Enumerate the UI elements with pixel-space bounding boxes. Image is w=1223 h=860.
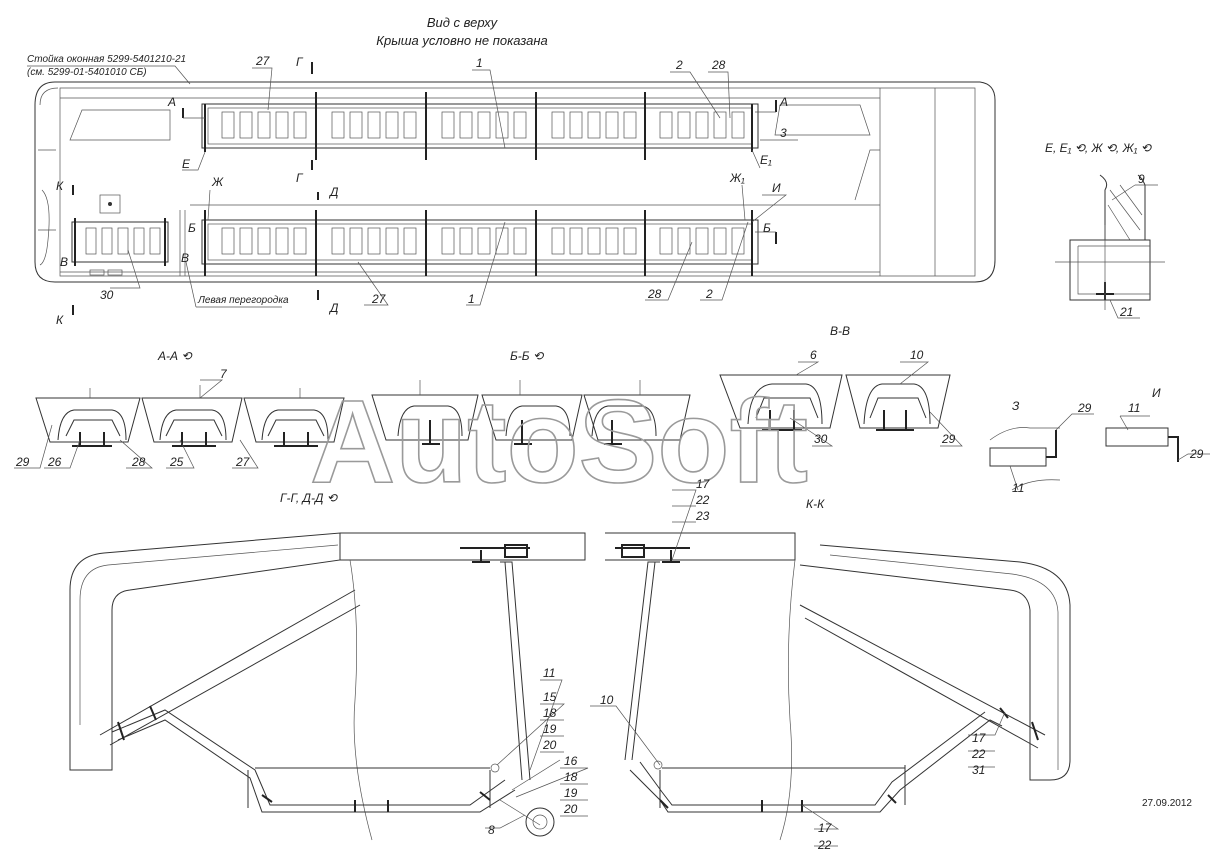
note-leader [27, 65, 191, 85]
callout-2-top: 2 [675, 58, 683, 72]
mark-a-left: А [167, 95, 176, 109]
kk-callout-17-bottom: 17 [818, 821, 833, 835]
callout-e1: Е₁ [760, 153, 772, 167]
bus-top-view [34, 81, 996, 283]
detail-z-callout-11: 11 [1012, 481, 1024, 495]
mark-b-left: Б [188, 221, 196, 235]
mark-v-left: В [60, 255, 68, 269]
detail-i-title: И [1152, 386, 1161, 400]
kk-callout-17-top: 17 [696, 477, 711, 491]
callout-1-top: 1 [476, 56, 483, 70]
callout-30: 30 [100, 288, 114, 302]
upper-heater-assembly [201, 92, 759, 160]
gg-callout-18: 18 [543, 706, 557, 720]
gg-callout-20b: 20 [563, 802, 578, 816]
section-kk-drawing [605, 532, 1071, 841]
callout-3: 3 [780, 126, 787, 140]
section-gg-drawing [69, 532, 586, 841]
top-view-callouts: 27 1 2 28 3 Е Е₁ Ж Ж₁ И 30 27 1 28 2 Лев… [100, 54, 798, 308]
callout-zh: Ж [211, 175, 224, 189]
mark-d-bottom: Д [328, 301, 339, 315]
section-row-drawings [35, 374, 951, 447]
section-gg-title: Г-Г, Д-Д ⟲ [280, 491, 339, 505]
kk-callout-22-top: 22 [695, 493, 710, 507]
callout-zh1: Ж₁ [729, 171, 745, 185]
mark-v-right: В [181, 251, 189, 265]
detail-e-callout-9: 9 [1138, 172, 1145, 186]
callout-27-top: 27 [255, 54, 271, 68]
mark-g-top: Г [296, 55, 304, 69]
mark-a-right: А [779, 95, 788, 109]
callout-28-bottom: 28 [647, 287, 662, 301]
gg-callout-19: 19 [543, 722, 557, 736]
detail-i-callout-29: 29 [1189, 447, 1204, 461]
callout-28-top: 28 [711, 58, 726, 72]
detail-e-title: Е, Е₁ ⟲, Ж ⟲, Ж₁ ⟲ [1045, 141, 1153, 155]
callout-e: Е [182, 157, 191, 171]
vv-callout-30: 30 [814, 432, 828, 446]
mark-k-top: К [56, 179, 64, 193]
mark-g-bottom: Г [296, 171, 304, 185]
kk-callout-10: 10 [600, 693, 614, 707]
drawing-date: 27.09.2012 [1142, 798, 1192, 809]
detail-e-callout-21: 21 [1119, 305, 1133, 319]
aa-callout-29: 29 [15, 455, 30, 469]
section-gg-callouts: 11 15 18 19 20 16 18 19 20 8 [485, 666, 589, 837]
kk-callout-22-bottom: 22 [817, 838, 832, 852]
partition-label: Левая перегородка [197, 295, 289, 306]
detail-z-callout-29: 29 [1077, 401, 1092, 415]
kk-callout-22-right: 22 [971, 747, 986, 761]
front-heater-assembly [71, 210, 186, 276]
note-line-1: Стойка оконная 5299-5401210-21 [27, 54, 186, 65]
section-kk-callouts: 17 22 23 10 17 22 31 17 22 [590, 477, 1006, 852]
gg-callout-16: 16 [564, 754, 578, 768]
kk-callout-23-top: 23 [695, 509, 710, 523]
gg-callout-18b: 18 [564, 770, 578, 784]
aa-callout-25: 25 [169, 455, 184, 469]
gg-callout-15: 15 [543, 690, 557, 704]
section-kk-title: К-К [806, 497, 825, 511]
aa-callout-27: 27 [235, 455, 251, 469]
detail-i: И 11 29 [1105, 386, 1210, 462]
title-line-1: Вид с верху [427, 15, 499, 30]
kk-callout-31-right: 31 [972, 763, 985, 777]
section-aa-title: А-А ⟲ [157, 349, 193, 363]
callout-2-bottom: 2 [705, 287, 713, 301]
section-marks: А А Б Б В В Г Г Д Д К К [56, 55, 788, 327]
aa-callout-26: 26 [47, 455, 62, 469]
kk-callout-17-right: 17 [972, 731, 987, 745]
watermark: AutoSoft [310, 376, 808, 508]
callout-i: И [772, 181, 781, 195]
vv-callout-6: 6 [810, 348, 817, 362]
section-vv-title: В-В [830, 324, 850, 338]
title-line-2: Крыша условно не показана [376, 33, 547, 48]
gg-callout-19b: 19 [564, 786, 578, 800]
mark-b-right: Б [763, 221, 771, 235]
detail-i-callout-11: 11 [1128, 401, 1140, 415]
gg-callout-8: 8 [488, 823, 495, 837]
section-row-callouts: 29 26 28 25 27 7 6 10 30 29 [14, 348, 963, 469]
aa-callout-28: 28 [131, 455, 146, 469]
mark-k-bottom: К [56, 313, 64, 327]
gg-callout-20: 20 [542, 738, 557, 752]
lower-heater-assembly [201, 210, 759, 276]
detail-z-title: З [1012, 399, 1020, 413]
detail-z: З 29 11 [989, 399, 1094, 495]
callout-1-bottom: 1 [468, 292, 475, 306]
section-bb-title: Б-Б ⟲ [510, 349, 545, 363]
callout-27-bottom: 27 [371, 292, 387, 306]
vv-callout-10: 10 [910, 348, 924, 362]
note-line-2: (см. 5299-01-5401010 СБ) [27, 67, 147, 78]
mark-d-top: Д [328, 185, 339, 199]
aa-callout-7: 7 [220, 367, 228, 381]
gg-callout-11: 11 [543, 666, 555, 680]
vv-callout-29: 29 [941, 432, 956, 446]
detail-e: Е, Е₁ ⟲, Ж ⟲, Ж₁ ⟲ 9 21 [1045, 141, 1165, 319]
